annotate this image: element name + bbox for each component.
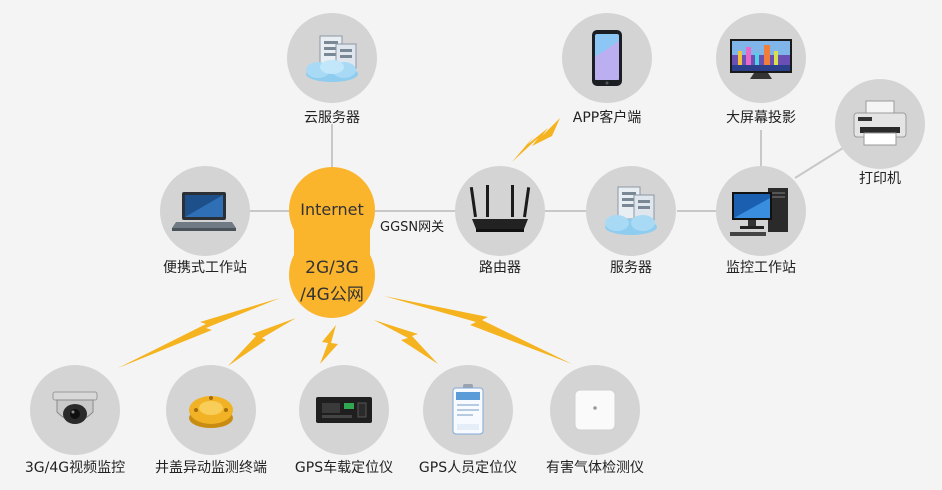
printer-node	[835, 79, 925, 169]
laptop-icon	[172, 192, 236, 231]
internet-label: Internet	[300, 200, 364, 219]
server-label: 服务器	[610, 260, 652, 276]
app-client-label: APP客户端	[572, 110, 642, 126]
gas-detector-node	[550, 365, 640, 455]
router-label: 路由器	[479, 260, 521, 276]
big-screen-label: 大屏幕投影	[726, 110, 796, 126]
personnel-gps-label: GPS人员定位仪	[418, 460, 518, 476]
personnel-gps-node	[423, 365, 513, 455]
printer-icon	[853, 100, 907, 146]
cloud-server-icon	[306, 35, 358, 82]
smartphone-icon	[592, 30, 622, 86]
laptop-label: 便携式工作站	[163, 260, 247, 276]
lightning-bolt-camera	[118, 298, 280, 368]
lightning-bolt-personnel	[374, 320, 438, 364]
manhole-sensor-node	[166, 365, 256, 455]
cloud-server-label: 云服务器	[304, 110, 360, 126]
personnel-badge-icon	[452, 384, 484, 435]
vehicle-gps-label: GPS车载定位仪	[294, 460, 394, 476]
lightning-bolt-manhole	[228, 318, 296, 366]
router-icon	[469, 185, 531, 232]
tv-screen-icon	[730, 39, 792, 79]
manhole-sensor-label: 井盖异动监测终端	[155, 460, 267, 476]
dome-camera-icon	[52, 391, 98, 424]
video-camera-label: 3G/4G视频监控	[24, 460, 126, 476]
gas-detector-label: 有害气体检测仪	[546, 460, 644, 476]
server-node	[586, 166, 676, 256]
lightning-bolt-gas	[384, 296, 572, 364]
manhole-sensor-icon	[189, 396, 233, 428]
desktop-pc-icon	[730, 188, 788, 236]
monitoring-station-node	[716, 166, 806, 256]
ggsn-gateway-label: GGSN网关	[380, 220, 445, 235]
vehicle-gps-icon	[316, 397, 372, 423]
internet-hub	[289, 167, 375, 318]
printer-label: 打印机	[859, 171, 901, 187]
vehicle-gps-node	[299, 365, 389, 455]
video-camera-node	[30, 365, 120, 455]
monitoring-station-label: 监控工作站	[726, 260, 796, 276]
lightning-bolt-vehicle	[320, 325, 338, 364]
server-icon	[605, 186, 657, 235]
gas-detector-icon	[574, 389, 616, 431]
mobile-network-label-line2: /4G公网	[300, 285, 364, 305]
big-screen-node	[716, 13, 806, 103]
cloud-server-node	[287, 13, 377, 103]
router-node	[455, 166, 545, 256]
mobile-network-label-line1: 2G/3G	[305, 258, 359, 278]
link-printer-station	[794, 147, 844, 179]
laptop-node	[160, 166, 250, 256]
lightning-bolt-app	[512, 118, 560, 162]
app-client-node	[562, 13, 652, 103]
